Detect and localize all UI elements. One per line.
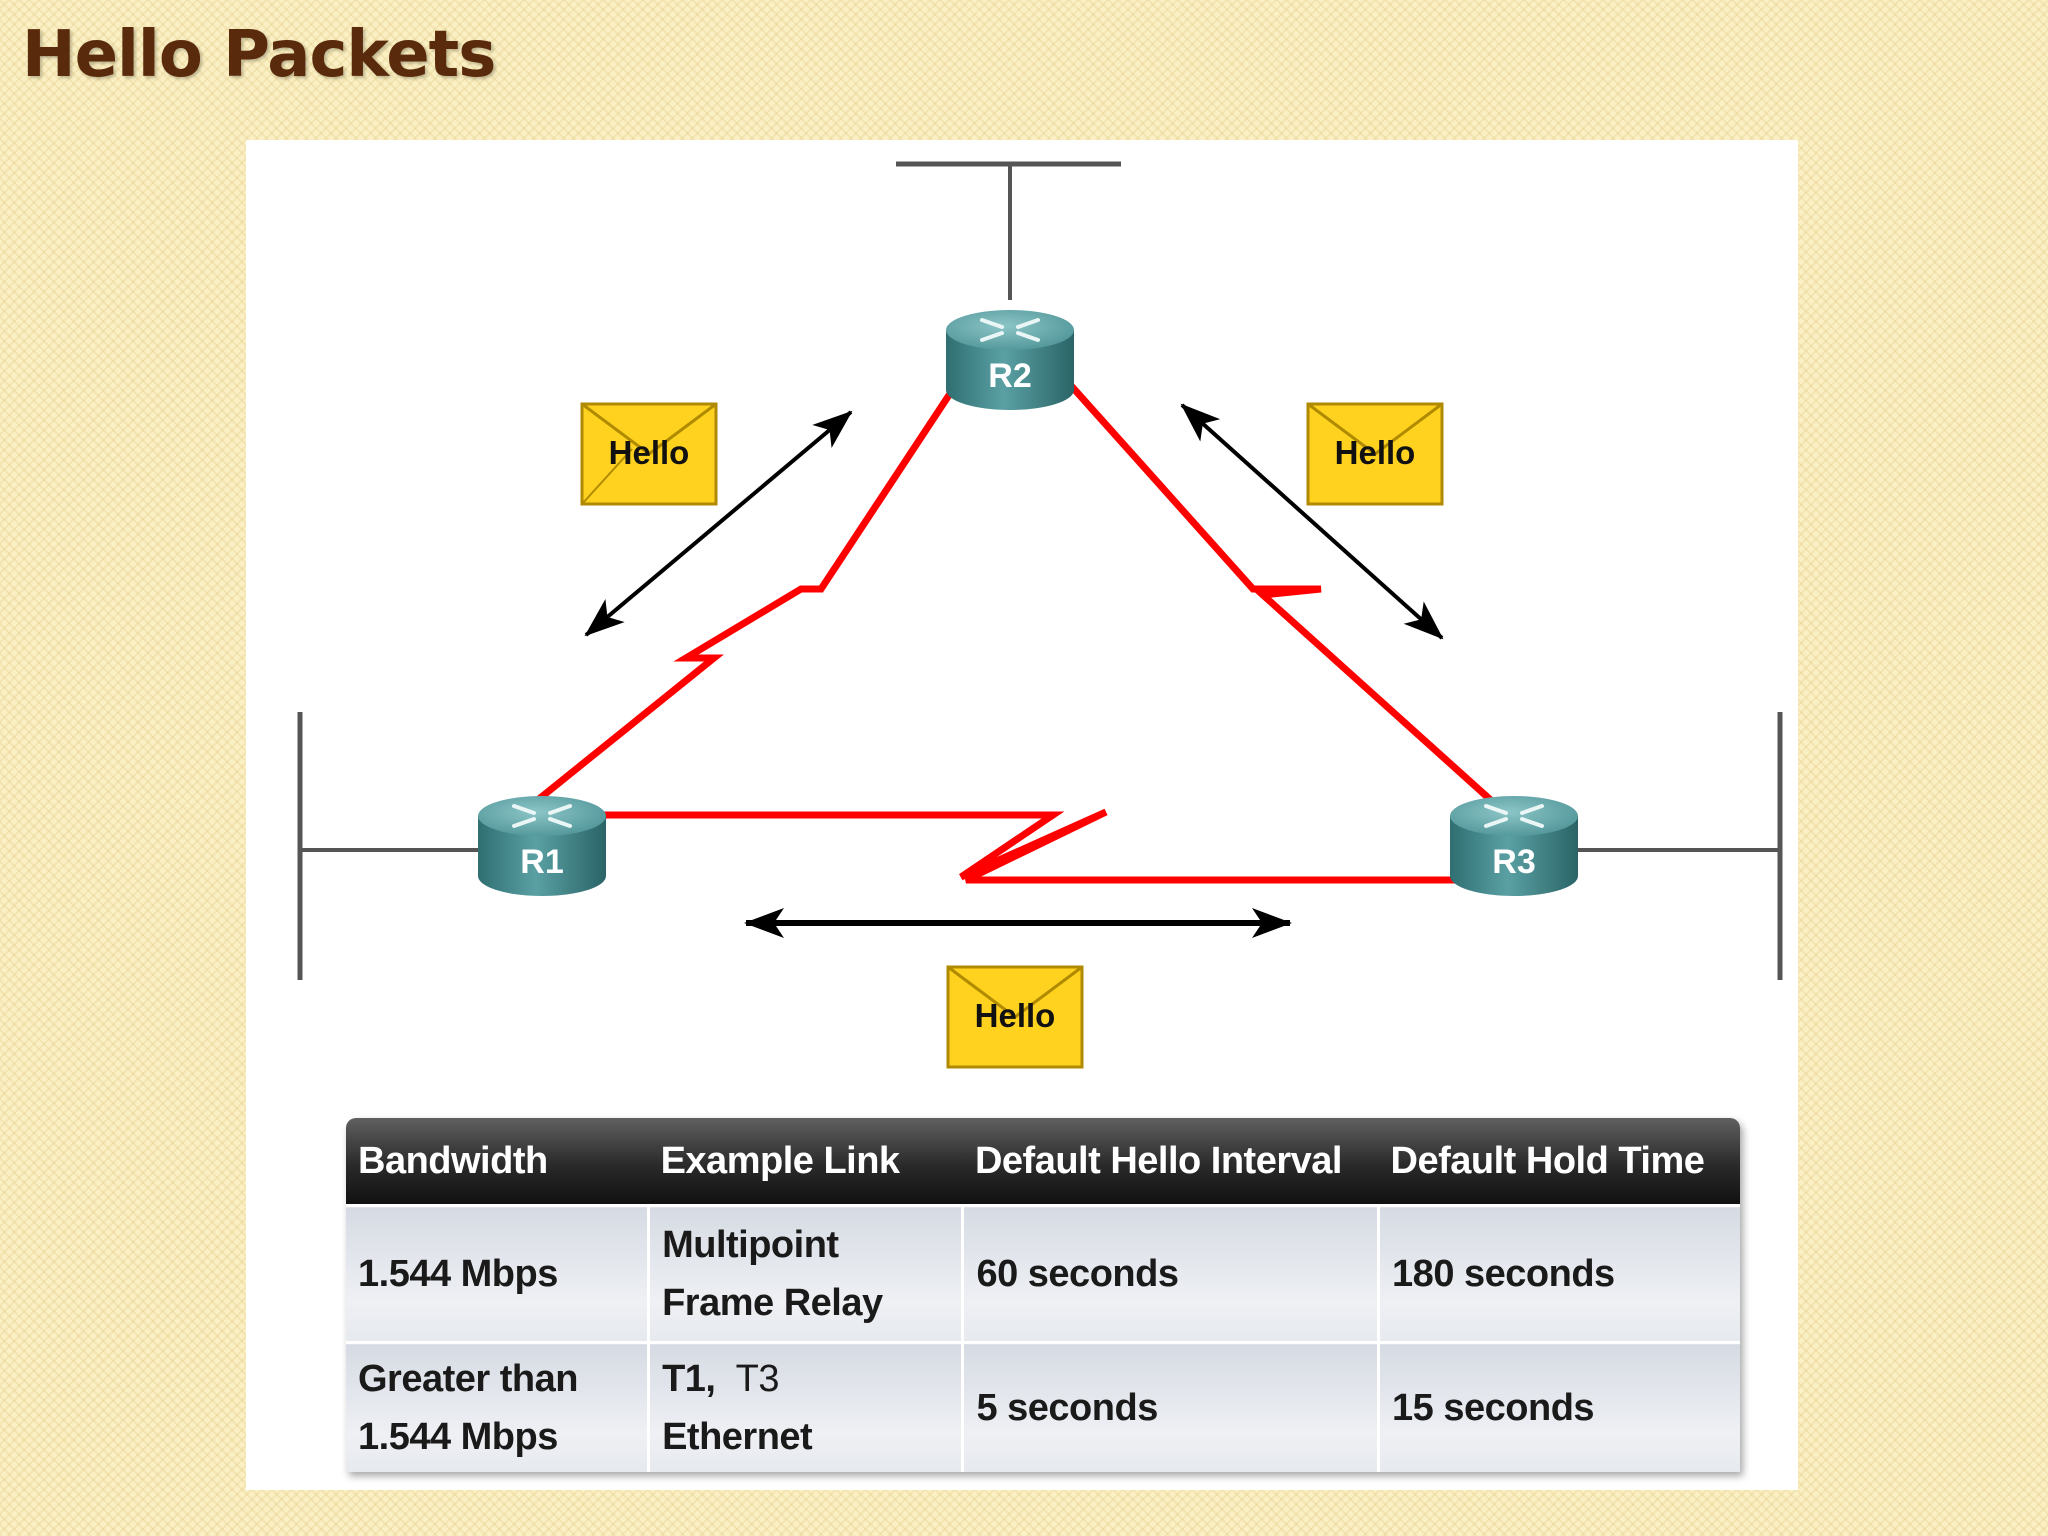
serial-link-r1-r3	[586, 808, 1456, 884]
cell-text: 1.544 Mbps	[358, 1416, 558, 1458]
router-r2-label: R2	[988, 357, 1031, 395]
header-hold-time: Default Hold Time	[1378, 1118, 1740, 1206]
cell-hello-interval: 60 seconds	[962, 1204, 1381, 1343]
router-r3: R3	[1450, 796, 1578, 896]
cell-example-link: T1, T3 Ethernet	[648, 1341, 965, 1472]
router-r2: R2	[946, 310, 1074, 410]
table-row: 1.544 Mbps Multipoint Frame Relay 60 sec…	[346, 1204, 1740, 1343]
table-header-row: Bandwidth Example Link Default Hello Int…	[346, 1118, 1740, 1206]
hello-envelope-bottom-label: Hello	[975, 997, 1056, 1034]
table-row: Greater than 1.544 Mbps T1, T3 Ethernet …	[346, 1341, 1740, 1472]
cell-example-link: Multipoint Frame Relay	[648, 1204, 965, 1343]
arrow-r1-r2	[584, 410, 853, 637]
arrow-r2-r3	[1180, 403, 1444, 640]
hello-envelope-left-label: Hello	[609, 434, 690, 471]
header-example-link: Example Link	[648, 1118, 963, 1206]
cell-hold-time: 15 seconds	[1378, 1341, 1740, 1472]
header-hello-interval: Default Hello Interval	[962, 1118, 1379, 1206]
lan-segment-top	[896, 161, 1121, 300]
cell-hello-interval: 5 seconds	[962, 1341, 1381, 1472]
lan-segment-right	[1576, 712, 1783, 980]
cell-bandwidth: 1.544 Mbps	[346, 1204, 651, 1343]
router-r3-label: R3	[1492, 843, 1535, 881]
cell-text: 1.544 Mbps	[358, 1253, 558, 1295]
header-bandwidth: Bandwidth	[346, 1118, 649, 1206]
router-r1: R1	[478, 796, 606, 896]
slide-title: Hello Packets	[22, 18, 496, 92]
cell-text-line: T1, T3	[662, 1350, 961, 1408]
cell-text: Frame Relay	[662, 1282, 883, 1324]
cell-hold-time: 180 seconds	[1378, 1204, 1740, 1343]
hello-envelope-right: Hello	[1306, 402, 1444, 506]
cell-bandwidth: Greater than 1.544 Mbps	[346, 1341, 651, 1472]
hello-timers-table: Bandwidth Example Link Default Hello Int…	[346, 1118, 1740, 1472]
cell-text: Greater than	[358, 1358, 578, 1400]
lan-segment-left	[297, 712, 486, 980]
hello-envelope-bottom: Hello	[946, 965, 1084, 1069]
figure-panel: R2 R1 R3 Hello	[246, 140, 1798, 1490]
network-diagram: R2 R1 R3 Hello	[297, 161, 1783, 1069]
cell-text: T3	[735, 1358, 780, 1400]
router-r1-label: R1	[520, 843, 563, 881]
cell-text: T1,	[662, 1358, 716, 1400]
hello-envelope-left: Hello	[580, 402, 718, 506]
cell-text: Multipoint	[662, 1224, 839, 1266]
cell-text: Ethernet	[662, 1416, 813, 1458]
hello-envelope-right-label: Hello	[1335, 434, 1416, 471]
